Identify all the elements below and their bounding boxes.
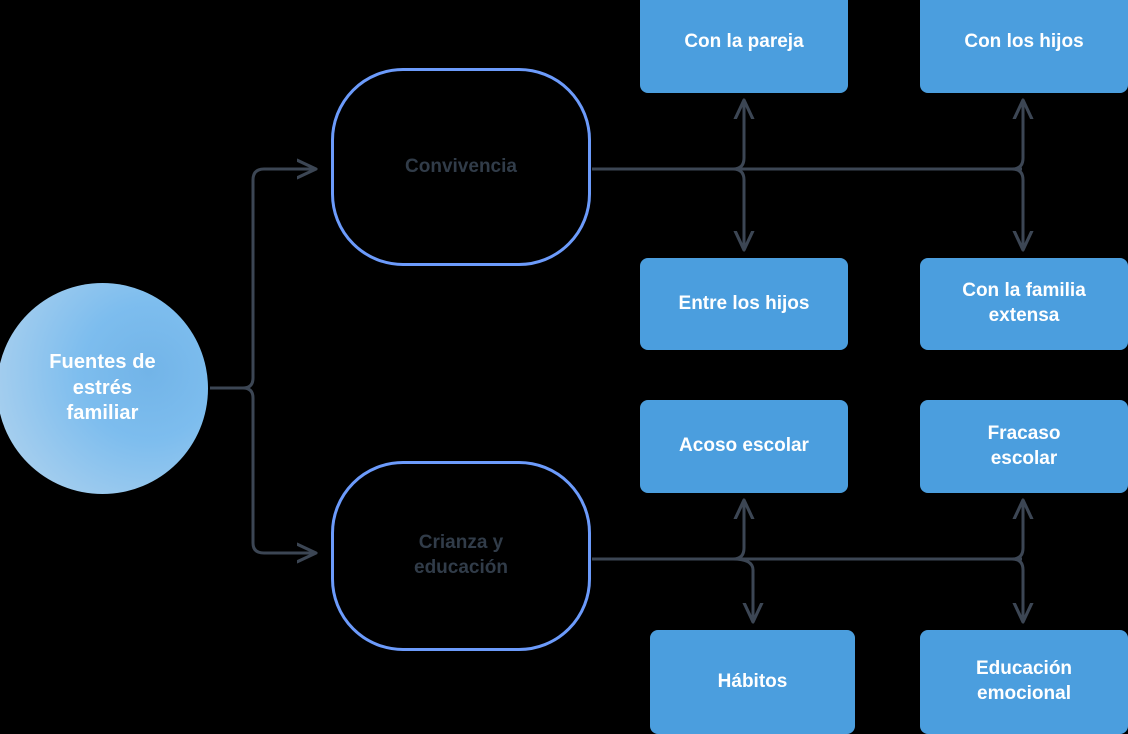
leaf-box-educacion-emocional-label-line-1: Educación bbox=[975, 658, 1073, 680]
leaf-box-fracaso-escolar-label-line-2: escolar bbox=[990, 447, 1058, 469]
leaf-box-entre-los-hijos-label: Entre los hijos bbox=[678, 292, 810, 314]
leaf-box-habitos[interactable]: Hábitos bbox=[650, 630, 855, 734]
edge-crianza-to-fracaso-escolar bbox=[1011, 500, 1023, 561]
edge-crianza-to-educacion-emocional bbox=[1011, 557, 1023, 622]
leaf-box-fracaso-escolar-label: Fracaso escolar bbox=[988, 422, 1061, 471]
leaf-box-con-la-pareja-label: Con la pareja bbox=[684, 31, 804, 53]
leaf-box-educacion-emocional[interactable]: Educación emocional bbox=[920, 630, 1128, 734]
leaf-box-acoso-escolar[interactable]: Acoso escolar bbox=[640, 400, 848, 493]
root-node-fuentes-de-estres-familiar[interactable]: Fuentes de estrés familiar bbox=[0, 283, 208, 494]
branch-node-crianza-y-educacion[interactable]: Crianza y educación bbox=[331, 461, 591, 651]
edge-crianza-to-acoso-escolar bbox=[732, 500, 744, 561]
edge-convivencia-to-con-la-pareja bbox=[732, 100, 744, 171]
leaf-box-acoso-escolar-label: Acoso escolar bbox=[679, 435, 809, 457]
root-node-label: Fuentes de estrés familiar bbox=[49, 350, 156, 427]
leaf-box-con-la-pareja[interactable]: Con la pareja bbox=[640, 0, 848, 93]
leaf-box-fracaso-escolar[interactable]: Fracaso escolar bbox=[920, 400, 1128, 493]
leaf-box-con-la-familia-extensa-label-line-2: extensa bbox=[988, 305, 1060, 326]
edge-root-to-crianza bbox=[240, 386, 316, 553]
leaf-box-educacion-emocional-label: Educación emocional bbox=[976, 657, 1072, 706]
leaf-box-con-la-familia-extensa-label-line-1: Con la familia bbox=[962, 280, 1086, 302]
leaf-box-entre-los-hijos[interactable]: Entre los hijos bbox=[640, 258, 848, 350]
root-node-label-line-3: familiar bbox=[66, 402, 139, 425]
branch-node-convivencia-label: Convivencia bbox=[405, 155, 517, 177]
edge-convivencia-to-con-los-hijos bbox=[1011, 100, 1023, 171]
edge-convivencia-to-entre-los-hijos bbox=[732, 167, 744, 250]
leaf-box-con-los-hijos[interactable]: Con los hijos bbox=[920, 0, 1128, 93]
leaf-box-educacion-emocional-label-line-2: emocional bbox=[977, 683, 1071, 704]
branch-node-crianza-y-educacion-label-line-2: educación bbox=[414, 557, 508, 578]
branch-node-convivencia[interactable]: Convivencia bbox=[331, 68, 591, 266]
edge-crianza-to-habitos bbox=[732, 557, 753, 622]
edge-root-to-convivencia bbox=[240, 169, 316, 390]
leaf-box-con-la-familia-extensa-label: Con la familia extensa bbox=[962, 279, 1086, 328]
root-node-label-line-2: estrés bbox=[72, 376, 133, 399]
leaf-box-habitos-label: Hábitos bbox=[717, 670, 788, 692]
leaf-box-con-la-familia-extensa[interactable]: Con la familia extensa bbox=[920, 258, 1128, 350]
edge-convivencia-to-con-la-familia-extensa bbox=[1011, 167, 1023, 250]
root-node-label-line-1: Fuentes de bbox=[49, 351, 156, 374]
branch-node-crianza-y-educacion-label: Crianza y educación bbox=[414, 531, 508, 580]
leaf-box-con-los-hijos-label: Con los hijos bbox=[964, 31, 1084, 53]
leaf-box-fracaso-escolar-label-line-1: Fracaso bbox=[987, 422, 1061, 444]
branch-node-crianza-y-educacion-label-line-1: Crianza y bbox=[418, 532, 504, 554]
